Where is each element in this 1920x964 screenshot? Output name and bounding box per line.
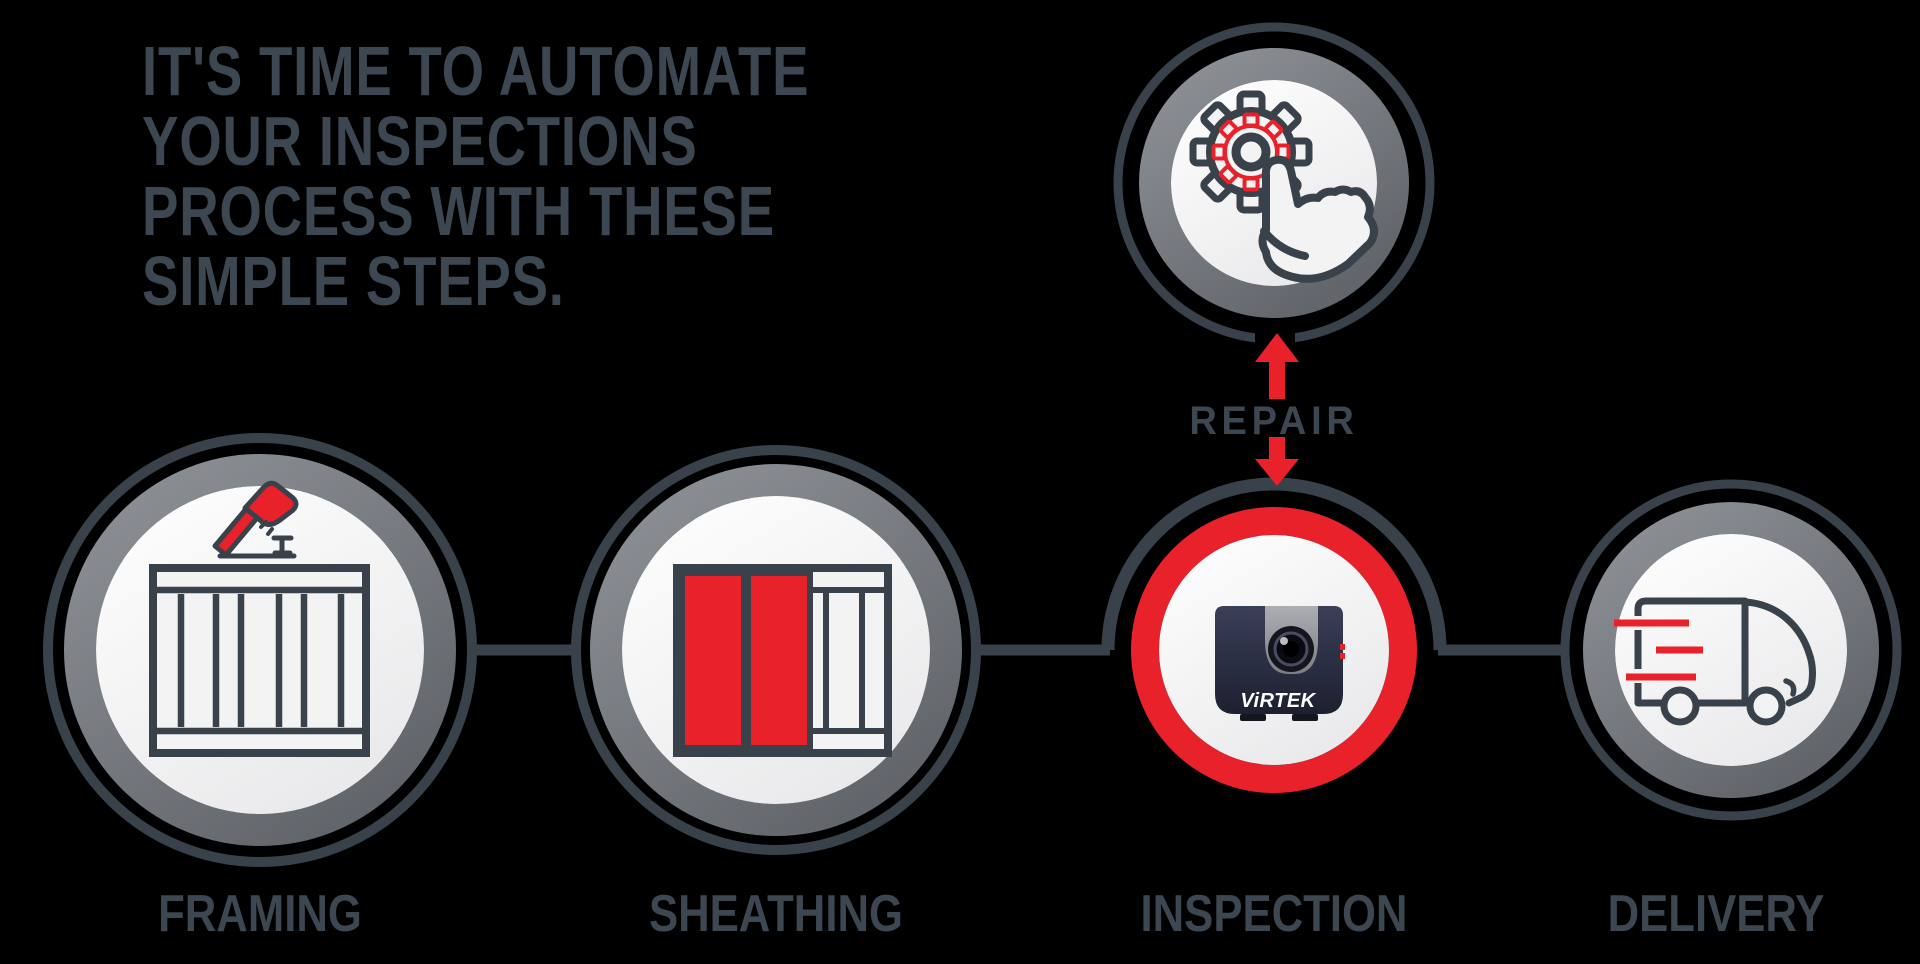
wall-frame-and-hammer-icon — [149, 480, 370, 757]
repair-arrows — [1255, 333, 1299, 486]
gear-hand-click-icon — [1189, 90, 1378, 283]
delivery-outline-ring — [1560, 479, 1902, 821]
step-label-inspection: INSPECTION — [1140, 885, 1408, 943]
truck-wheel-icon — [1746, 686, 1786, 726]
hammer-icon — [212, 480, 299, 559]
framing-gray-ring — [64, 454, 456, 846]
headline-line: YOUR INSPECTIONS — [142, 102, 698, 180]
step-label-framing: FRAMING — [158, 885, 362, 943]
delivery-white-circle — [1615, 534, 1847, 766]
framing-node — [43, 433, 477, 867]
sheathing-node — [571, 445, 981, 855]
delivery-gray-ring — [1583, 502, 1879, 798]
inspection-node: ViRTEK — [1131, 507, 1417, 793]
truck-cab — [1741, 598, 1817, 707]
step-label-delivery: DELIVERY — [1607, 885, 1825, 943]
truck-door-handle — [1783, 678, 1797, 697]
connector-lines — [468, 477, 1564, 656]
speed-lines — [1614, 619, 1703, 681]
headline: IT'S TIME TO AUTOMATE YOUR INSPECTIONS P… — [142, 36, 809, 316]
repair-label: REPAIR — [1189, 399, 1359, 443]
truck-wheel-icon — [1660, 686, 1700, 726]
truck-box — [1634, 597, 1749, 707]
arrow-down-icon — [1255, 437, 1299, 486]
pointing-hand-icon — [1258, 155, 1378, 283]
repair-node — [1113, 22, 1435, 349]
red-sheathing-panel — [679, 570, 747, 751]
inspection-top-arc — [1101, 477, 1447, 651]
delivery-node — [1560, 479, 1902, 821]
step-label-sheathing: SHEATHING — [648, 885, 903, 943]
delivery-truck-icon — [1614, 597, 1817, 726]
red-sheathing-panel — [745, 570, 813, 751]
sheathed-wall-panel-icon — [673, 564, 892, 757]
gear-hub — [1231, 132, 1271, 172]
arrow-up-icon — [1255, 333, 1299, 399]
headline-line: PROCESS WITH THESE — [142, 172, 775, 250]
gear-icon — [1189, 90, 1313, 214]
sheathing-gray-ring — [590, 464, 962, 836]
inspection-red-ring — [1131, 507, 1417, 793]
framing-outline-ring — [43, 433, 477, 867]
headline-line: IT'S TIME TO AUTOMATE — [142, 32, 810, 110]
sheathing-outline-ring — [571, 445, 981, 855]
repair-gray-ring — [1139, 48, 1409, 318]
camera-brand-text: ViRTEK — [1240, 690, 1316, 712]
virtek-inspection-camera-icon: ViRTEK — [1215, 606, 1345, 721]
nail-icon — [217, 520, 297, 559]
headline-line: SIMPLE STEPS. — [142, 242, 565, 320]
